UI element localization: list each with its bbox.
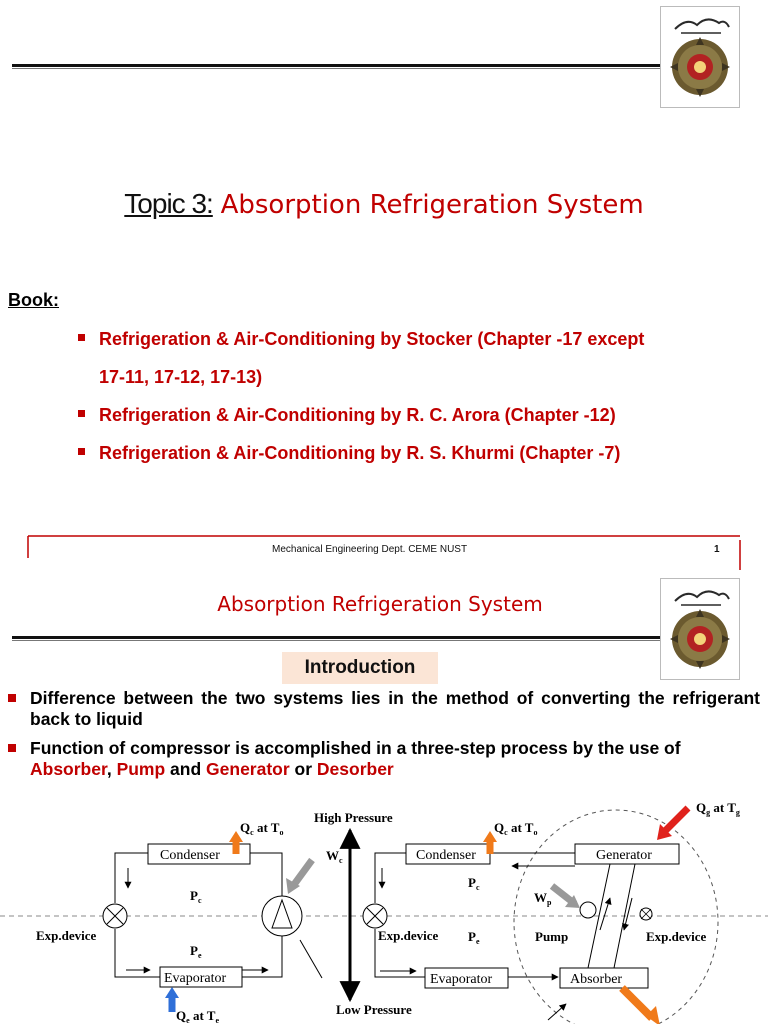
absorption-cycle-diagram: High Pressure Low Pressure Condenser Eva… — [0, 800, 768, 1024]
sep: and — [165, 759, 207, 779]
wp-label: Wp — [534, 890, 552, 907]
compressor — [261, 895, 303, 937]
pe-label-left: Pe — [190, 943, 202, 960]
term-absorber: Absorber — [30, 759, 107, 779]
book-item-text: 17-11, 17-12, 17-13) — [99, 367, 263, 387]
condenser-label: Condenser — [160, 848, 220, 863]
book-item-1-cont: 17-11, 17-12, 17-13) — [99, 358, 768, 396]
absorption-cycle: Condenser Generator Evaporator Absorber … — [362, 800, 740, 1024]
bullet-prefix: Function of compressor is accomplished i… — [30, 738, 681, 758]
header-rule-shadow — [12, 68, 662, 69]
absorber-label: Absorber — [570, 972, 622, 987]
absorption-boundary — [513, 809, 719, 1024]
exp-device-label-left: Exp.device — [36, 928, 97, 943]
bullet-text: Function of compressor is accomplished i… — [30, 738, 760, 780]
exp-device-label-gen: Exp.device — [646, 929, 707, 944]
high-pressure-label: High Pressure — [314, 810, 393, 825]
header-rule-2 — [12, 636, 662, 639]
solution-pump — [579, 901, 597, 919]
bullet-square — [8, 694, 16, 702]
bullet-square — [8, 744, 16, 752]
evaporator-box-left — [159, 966, 243, 988]
institution-logo-2 — [660, 578, 740, 680]
low-pressure-label: Low Pressure — [336, 1002, 412, 1017]
bullet-square — [78, 409, 85, 417]
term-generator: Generator — [206, 759, 290, 779]
pump-label: Pump — [535, 929, 568, 944]
book-item-1: Refrigeration & Air-Conditioning by Stoc… — [78, 320, 758, 358]
page-number: 1 — [714, 544, 720, 555]
bullet-square — [78, 333, 85, 341]
pc-label-right: Pc — [468, 875, 480, 892]
condenser-box-left — [147, 843, 251, 865]
sep: or — [289, 759, 317, 779]
absorber-box — [559, 967, 649, 989]
section-introduction: Introduction — [282, 652, 438, 684]
book-label: Book: — [8, 290, 59, 310]
qe-label-left: Qe at Te — [176, 1008, 219, 1024]
book-item-text: Refrigeration & Air-Conditioning by R. S… — [99, 443, 621, 463]
qc-label-right: Qc at To — [494, 820, 537, 837]
book-item-2: Refrigeration & Air-Conditioning by R. C… — [78, 396, 758, 434]
vapor-compression-cycle: Condenser Evaporator Exp.device Wc Pc Pe… — [36, 820, 343, 1024]
wc-label: Wc — [326, 848, 343, 865]
topic-text: Absorption Refrigeration System — [220, 190, 644, 220]
generator-box — [574, 843, 680, 865]
pc-label-left: Pc — [190, 888, 202, 905]
term-desorber: Desorber — [316, 759, 394, 779]
term-pump: Pump — [116, 759, 166, 779]
qg-label: Qg at Tg — [696, 800, 740, 817]
evaporator-label-right: Evaporator — [430, 972, 493, 987]
pe-label-right: Pe — [468, 929, 480, 946]
book-item-text: Refrigeration & Air-Conditioning by R. C… — [99, 405, 616, 425]
evaporator-box-right — [424, 967, 509, 989]
footer-text: Mechanical Engineering Dept. CEME NUST — [272, 544, 468, 555]
generator-label: Generator — [596, 848, 652, 863]
qc-label-left: Qc at To — [240, 820, 283, 837]
sep: , — [106, 759, 117, 779]
book-item-3: Refrigeration & Air-Conditioning by R. S… — [78, 434, 758, 472]
header-rule-2-shadow — [12, 640, 662, 641]
evaporator-label: Evaporator — [164, 971, 227, 986]
book-item-text: Refrigeration & Air-Conditioning by Stoc… — [99, 329, 645, 349]
bullet-text: Difference between the two systems lies … — [30, 688, 760, 729]
header-rule — [12, 64, 662, 67]
slide-2-title: Absorption Refrigeration System — [217, 592, 543, 616]
topic-title: Topic 3: Absorption Refrigeration System — [0, 188, 768, 220]
topic-label: Topic 3: — [124, 188, 213, 219]
bullet-function: Function of compressor is accomplished i… — [8, 738, 760, 780]
bullet-difference: Difference between the two systems lies … — [8, 688, 760, 730]
footer-frame — [27, 535, 741, 570]
institution-logo — [660, 6, 740, 108]
exp-device-label-right: Exp.device — [378, 928, 439, 943]
bullet-square — [78, 447, 85, 455]
condenser-label-right: Condenser — [416, 848, 476, 863]
